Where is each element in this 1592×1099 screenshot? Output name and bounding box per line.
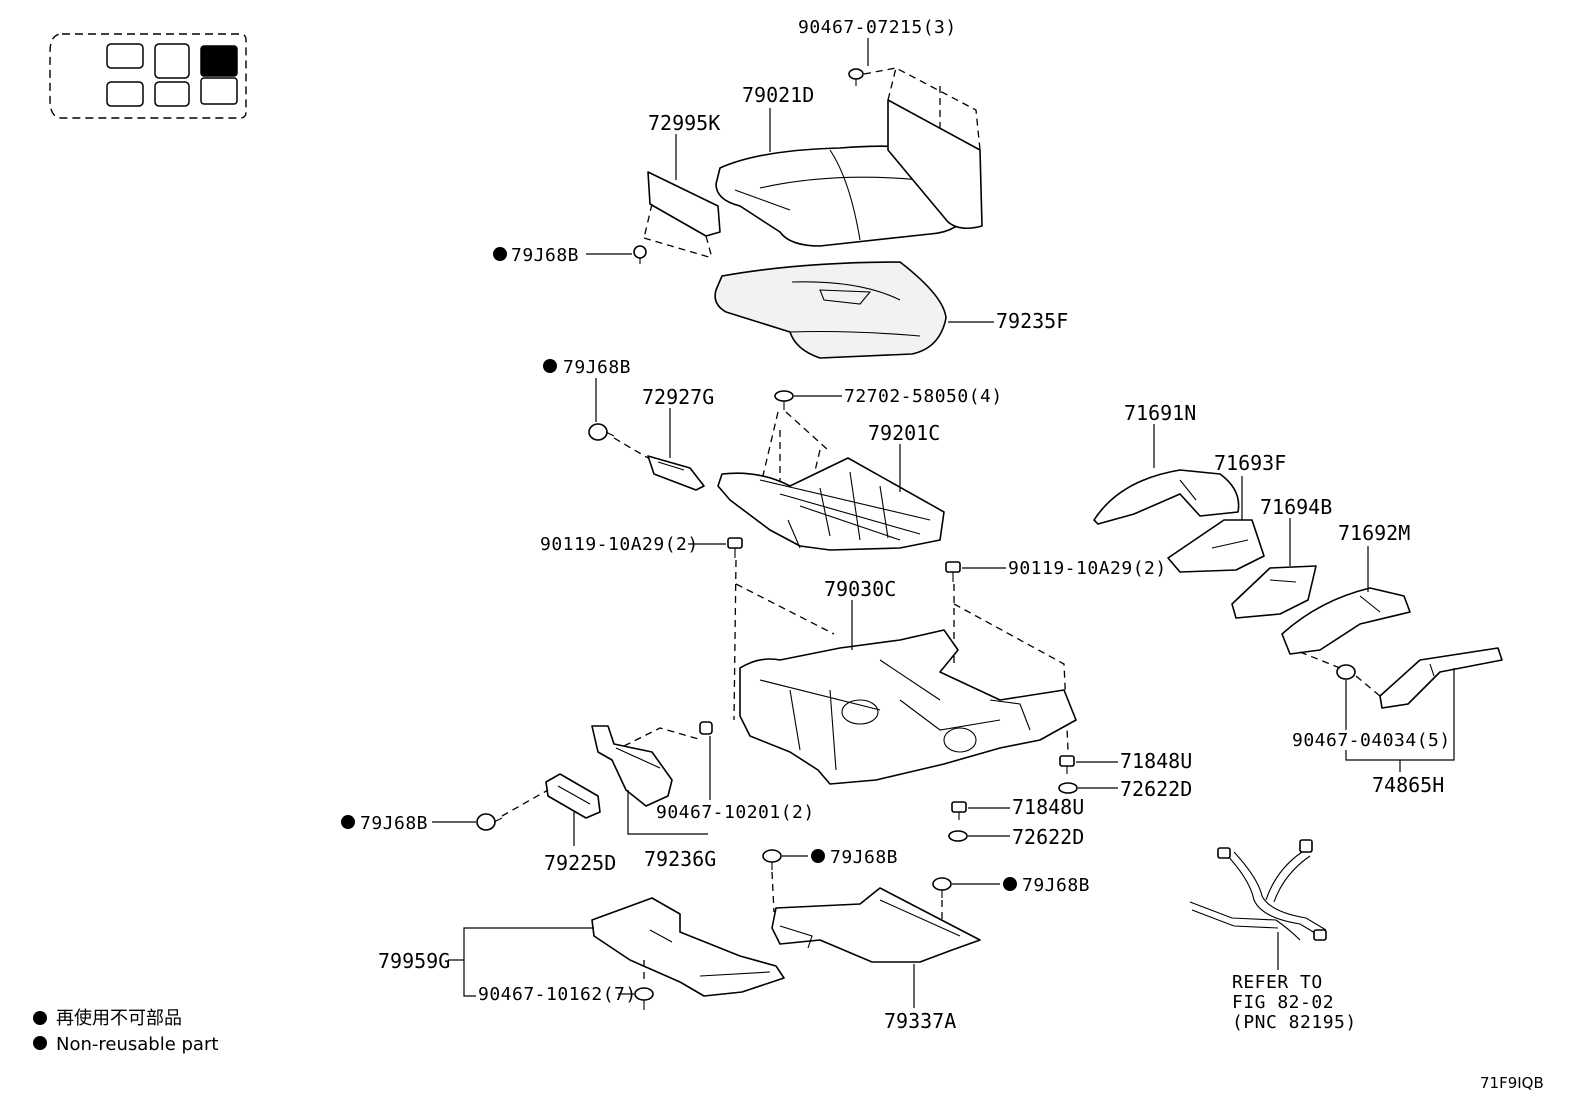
seat-cushion-cover-79021D (715, 67, 983, 247)
label-72995K: 72995K (648, 111, 720, 135)
clip-79J68B-d (762, 849, 782, 870)
clip-79J68B-a (633, 245, 647, 264)
label-72622D-b: 72622D (1012, 825, 1084, 849)
trim-72995K (643, 171, 721, 259)
cover-79959G (591, 897, 785, 997)
label-71693F: 71693F (1214, 451, 1286, 475)
clip-72702-58050 (774, 390, 794, 410)
legend-text-ja: 再使用不可部品 (56, 1008, 182, 1029)
highlighted-seat-cell (200, 45, 238, 77)
label-90119-10A29-b: 90119-10A29(2) (1008, 558, 1167, 579)
bracket-79225D (545, 773, 601, 819)
refer-line-1: REFER TO (1232, 972, 1323, 993)
label-79J68B-b: 79J68B (563, 357, 631, 378)
non-reusable-dot (1003, 877, 1017, 891)
label-79J68B-d: 79J68B (830, 847, 898, 868)
cover-71692M (1281, 587, 1411, 655)
label-90467-04034: 90467-04034(5) (1292, 730, 1451, 751)
bracket-72927G (647, 455, 705, 491)
label-71691N: 71691N (1124, 401, 1196, 425)
non-reusable-dot (811, 849, 825, 863)
label-71848U-b: 71848U (1012, 795, 1084, 819)
label-79959G: 79959G (378, 949, 450, 973)
label-79236G: 79236G (644, 847, 716, 871)
bolt-90119-10A29-a (727, 537, 743, 558)
non-reusable-dot (341, 815, 355, 829)
label-79030C: 79030C (824, 577, 896, 601)
clip-79J68B-e (932, 877, 952, 898)
clip-79J68B-b (588, 423, 615, 441)
legend-text-en: Non-reusable part (56, 1034, 218, 1055)
wire-harness-reference (1189, 839, 1327, 970)
bolt-71848U-a (1059, 755, 1075, 774)
label-79J68B-c: 79J68B (360, 813, 428, 834)
clip-90467-07215 (848, 67, 897, 86)
adjuster-frame-79030C (739, 629, 1077, 785)
label-90467-07215: 90467-07215(3) (798, 17, 957, 38)
floor-cover-79337A (771, 887, 981, 963)
non-reusable-dot (493, 247, 507, 261)
label-71692M: 71692M (1338, 521, 1410, 545)
washer-72622D-b (948, 830, 968, 842)
label-90467-10162: 90467-10162(7) (478, 984, 637, 1005)
non-reusable-dot (543, 359, 557, 373)
washer-72622D-a (1058, 782, 1078, 794)
seat-frame-79201C (717, 457, 945, 551)
clip-90467-10201 (699, 721, 713, 735)
label-79J68B-a: 79J68B (511, 245, 579, 266)
bolt-90119-10A29-b (945, 561, 961, 582)
label-79225D: 79225D (544, 851, 616, 875)
clip-90467-04034 (1336, 664, 1356, 680)
label-90467-10201: 90467-10201(2) (656, 802, 815, 823)
legend-dot-en (33, 1036, 47, 1050)
legend: 再使用不可部品 Non-reusable part (33, 1008, 218, 1055)
label-74865H: 74865H (1372, 773, 1444, 797)
seat-position-locator (49, 33, 247, 119)
cover-79236G (591, 725, 673, 807)
label-79337A: 79337A (884, 1009, 956, 1033)
figure-code: 71F9IQB (1480, 1074, 1544, 1092)
label-90119-10A29-a: 90119-10A29(2) (540, 534, 699, 555)
legend-dot-ja (33, 1011, 47, 1025)
rail-cover-74865H (1379, 647, 1503, 709)
cover-71693F (1167, 519, 1265, 573)
cover-71691N (1093, 469, 1240, 525)
seat-cushion-pad-79235F (714, 261, 947, 359)
label-79201C: 79201C (868, 421, 940, 445)
cover-71694B (1231, 565, 1317, 619)
clip-79J68B-c (476, 813, 503, 831)
refer-line-3: (PNC 82195) (1232, 1012, 1357, 1033)
label-72622D-a: 72622D (1120, 777, 1192, 801)
refer-line-2: FIG 82-02 (1232, 992, 1334, 1013)
label-72927G: 72927G (642, 385, 714, 409)
label-79J68B-e: 79J68B (1022, 875, 1090, 896)
label-79021D: 79021D (742, 83, 814, 107)
bolt-71848U-b (951, 801, 967, 820)
label-71694B: 71694B (1260, 495, 1332, 519)
clip-90467-10162 (634, 987, 654, 1010)
label-79235F: 79235F (996, 309, 1068, 333)
label-71848U-a: 71848U (1120, 749, 1192, 773)
label-72702-58050: 72702-58050(4) (844, 386, 1003, 407)
